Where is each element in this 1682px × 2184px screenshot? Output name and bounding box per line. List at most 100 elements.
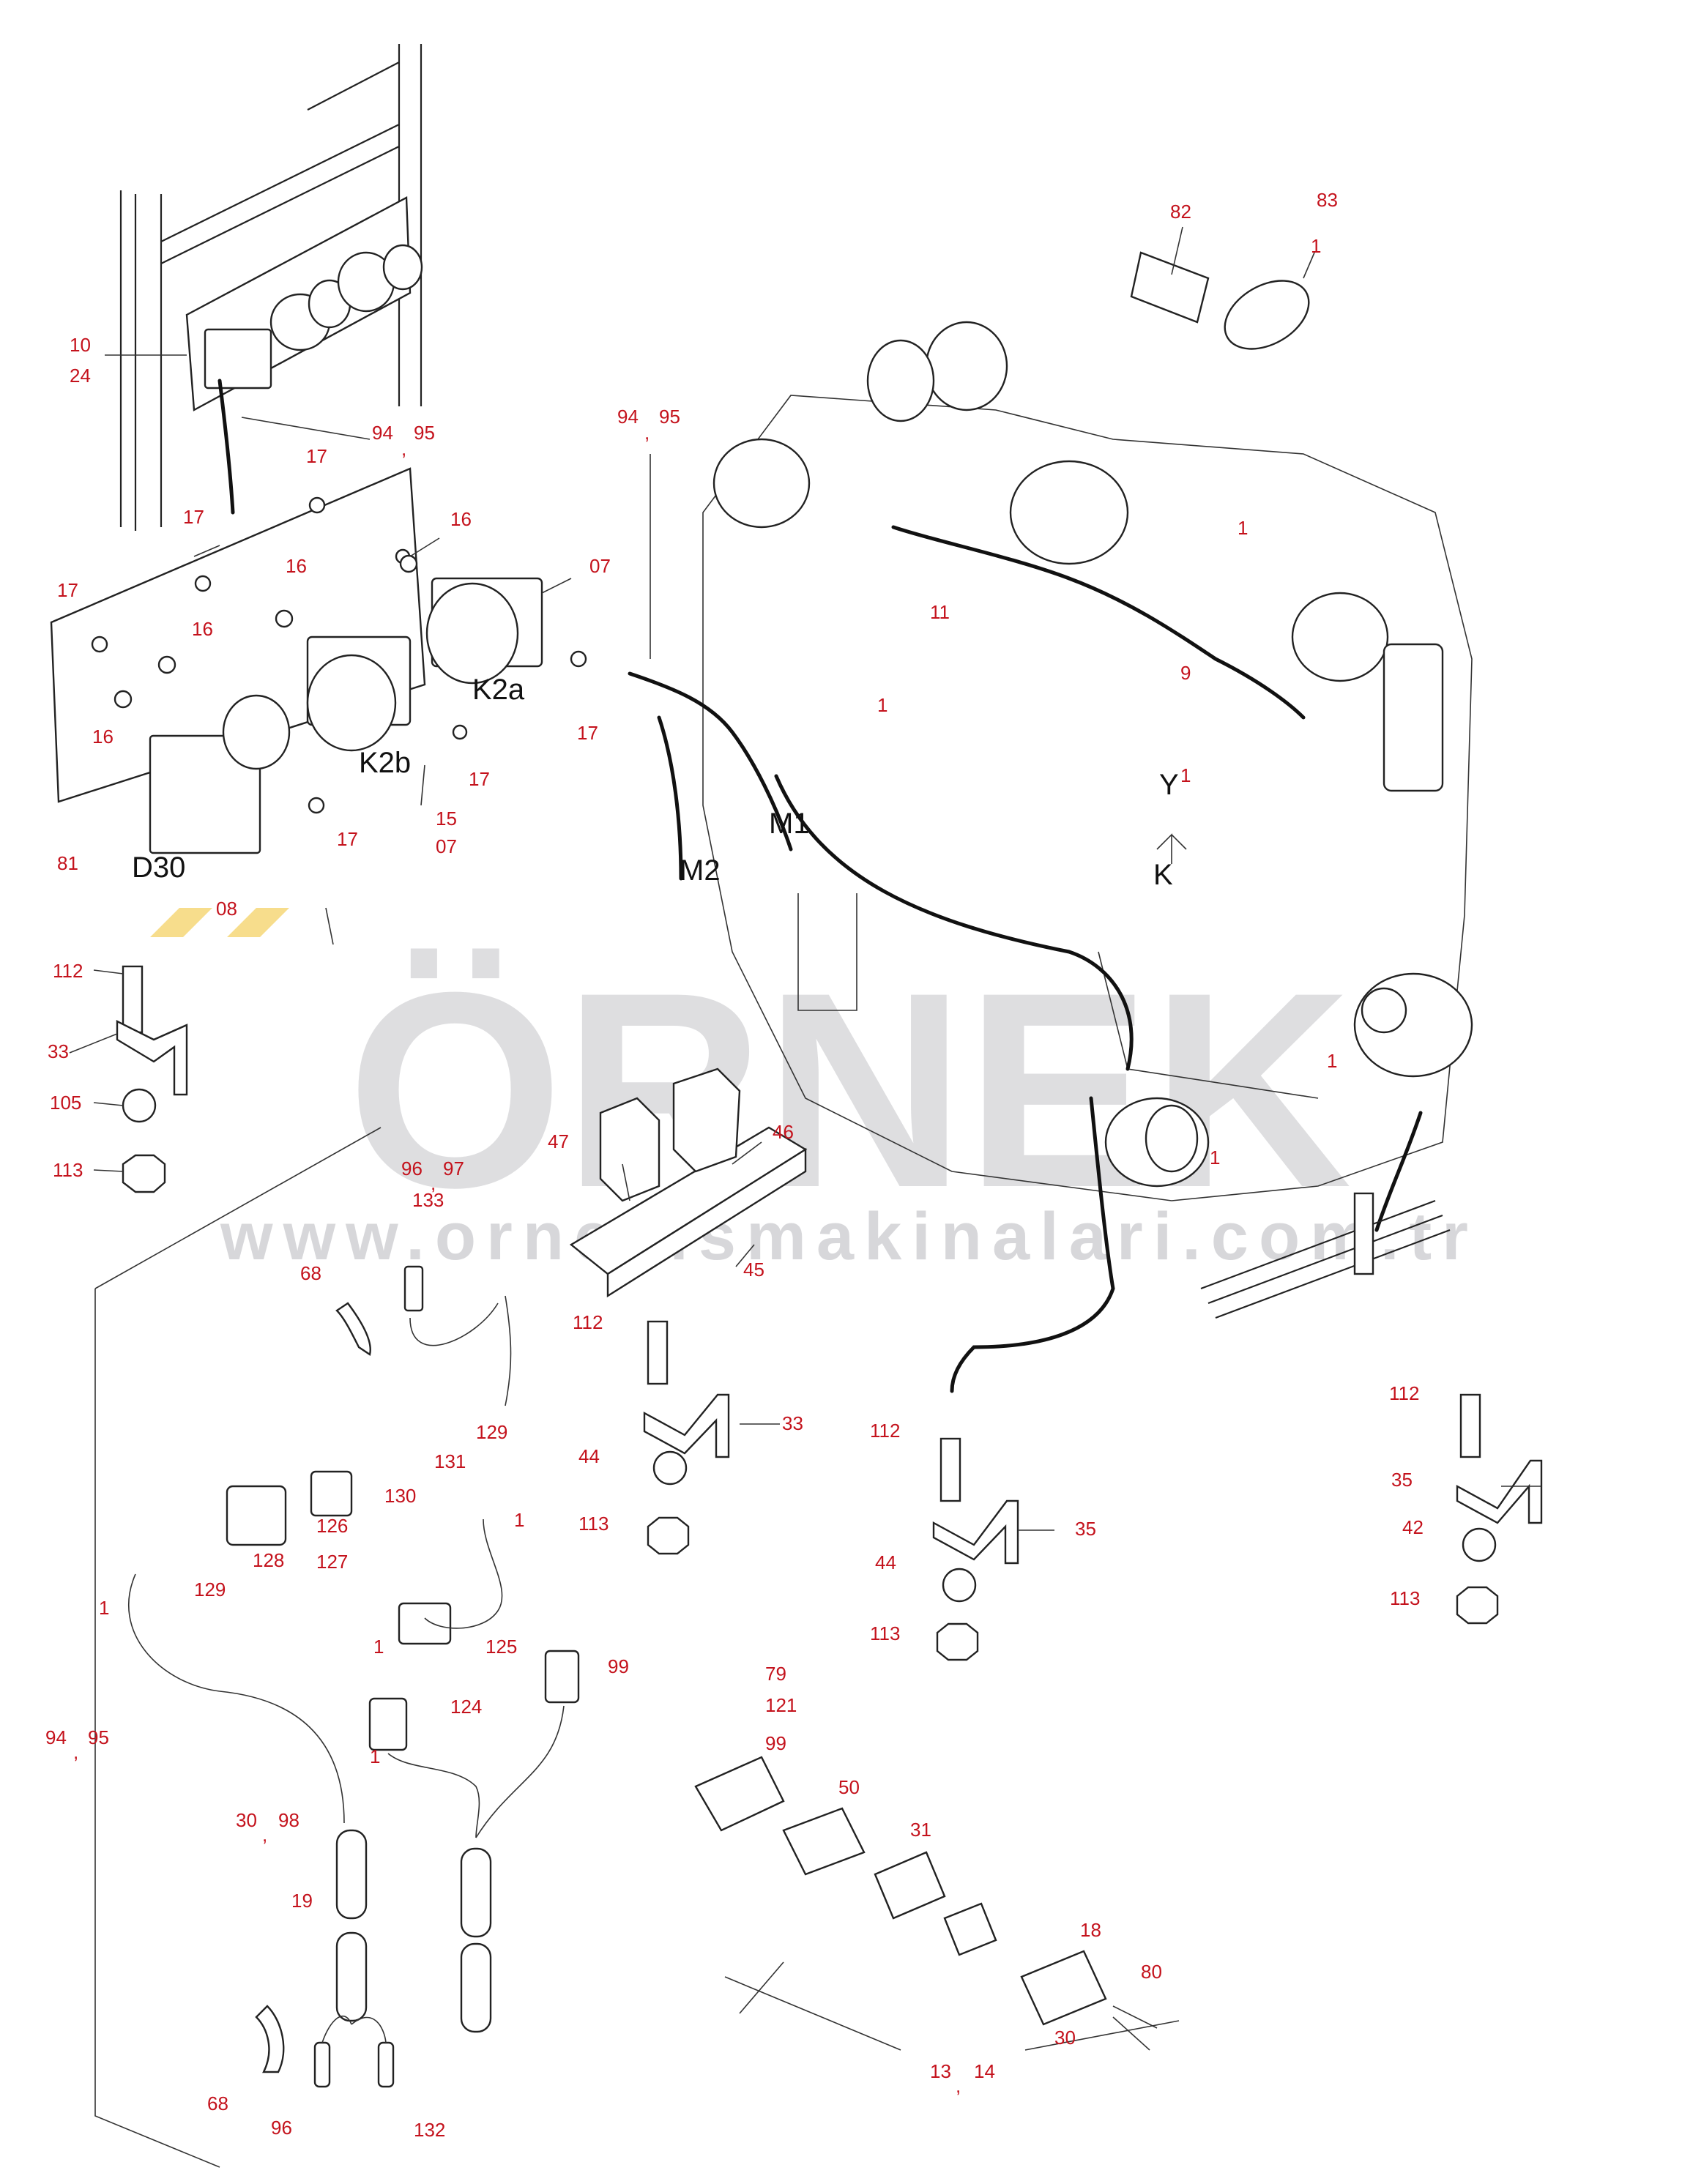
part-number: 113 [1390,1587,1420,1609]
part-number: 99 [765,1732,786,1754]
comma-separator: , [262,1824,267,1846]
watermark-accent-left [150,908,212,937]
part-number: 9 [1180,662,1191,684]
watermark-brand: ÖRNEK [347,934,1352,1245]
comma-separator: , [431,1172,436,1194]
cabinet-frame [119,44,423,531]
part-number: 24 [70,365,91,387]
part-number: 15 [436,808,457,830]
part-number: 31 [910,1819,931,1841]
comma-separator: , [73,1741,78,1763]
part-number: 1 [373,1636,384,1658]
label-k2a: K2a [472,674,525,706]
part-number: 133 [412,1189,444,1211]
part-number: 17 [306,445,327,467]
part-number: 113 [578,1513,609,1535]
part-number: 17 [469,768,490,790]
rail-45 [569,1067,808,1298]
label-d30: D30 [132,851,185,884]
socket-assembly [694,1756,1180,2051]
watermark-accent-right [227,908,289,937]
part-number: 129 [194,1579,226,1600]
part-number: 1 [99,1597,109,1619]
part-number: 113 [870,1622,900,1644]
comma-separator: , [644,422,650,444]
part-number: 98 [278,1809,299,1831]
part-number: 44 [578,1445,600,1467]
part-number: 94 [617,406,639,428]
engine-assembly [628,321,1473,1393]
part-number: 1 [1327,1050,1337,1072]
boot-right [460,1847,492,2033]
part-number: 83 [1317,189,1338,211]
part-number: 79 [765,1663,786,1685]
clamp-group-left [69,965,188,1193]
part-number: 19 [291,1890,313,1912]
part-number: 112 [870,1420,900,1442]
part-number: 17 [337,828,358,850]
part-number: 17 [183,506,204,528]
part-number: 68 [300,1262,321,1284]
part-number: 1 [877,694,887,716]
part-number: 82 [1170,201,1191,223]
part-number: 16 [192,618,213,640]
part-number: 112 [53,960,83,982]
part-number: 131 [434,1450,466,1472]
part-number: 81 [57,852,78,874]
part-number: 11 [930,601,950,623]
part-number: 16 [286,555,307,577]
part-number: 1 [1210,1147,1220,1169]
clamp-group-far-right [1456,1393,1543,1625]
part-number: 42 [1402,1516,1424,1538]
watermark-url: www.ornekismakinalari.com.tr [220,1199,1478,1274]
part-number: 14 [974,2060,995,2082]
watermark: ÖRNEK www.ornekismakinalari.com.tr [150,908,1478,1274]
comma-separator: , [956,2075,961,2097]
part-number: 30 [236,1809,257,1831]
label-k: K [1153,859,1173,891]
part-number: 94 [45,1726,67,1748]
boot-left [335,1829,368,2022]
part-number: 105 [50,1092,81,1114]
part-number: 96 [401,1158,423,1179]
part-number: 1 [1311,235,1321,257]
part-number: 1 [370,1745,380,1767]
part-number: 35 [1391,1469,1413,1491]
clamp-group-middle [643,1320,730,1555]
part-number: 33 [782,1412,803,1434]
part-number: 95 [414,422,435,444]
part-number: 94 [372,422,393,444]
part-number: 1 [514,1509,524,1531]
label-m2: M2 [680,854,721,887]
relay-plate-lower [50,467,587,854]
part-number: 125 [485,1636,517,1658]
clamp-group-center-right [932,1437,1019,1661]
part-number: 46 [773,1121,794,1143]
part-number: 130 [384,1485,416,1507]
cable-tie-83 [1224,252,1315,350]
label-y: Y [1159,769,1179,801]
part-number: 17 [577,722,598,744]
part-number: 99 [608,1655,629,1677]
part-number: 80 [1141,1961,1162,1983]
part-number: 18 [1080,1919,1101,1941]
part-number: 127 [316,1551,348,1573]
part-number: 07 [436,835,457,857]
part-number: 112 [1389,1382,1419,1404]
part-number: 47 [548,1130,569,1152]
part-number: 113 [53,1159,83,1181]
part-number-labels: 10 24 94 , 95 17 17 17 16 16 16 16 07 17… [45,189,1424,2141]
part-number: 112 [573,1311,603,1333]
part-number: 96 [271,2117,292,2139]
designation-labels: K2a K2b D30 M1 M2 Y K [132,674,1179,891]
part-number: 1 [1180,764,1191,786]
part-number: 126 [316,1515,348,1537]
part-number: 128 [253,1549,284,1571]
label-m1: M1 [769,808,810,840]
part-number: 95 [659,406,680,428]
part-number: 129 [476,1421,507,1443]
part-number: 50 [838,1776,860,1798]
part-number: 95 [88,1726,109,1748]
